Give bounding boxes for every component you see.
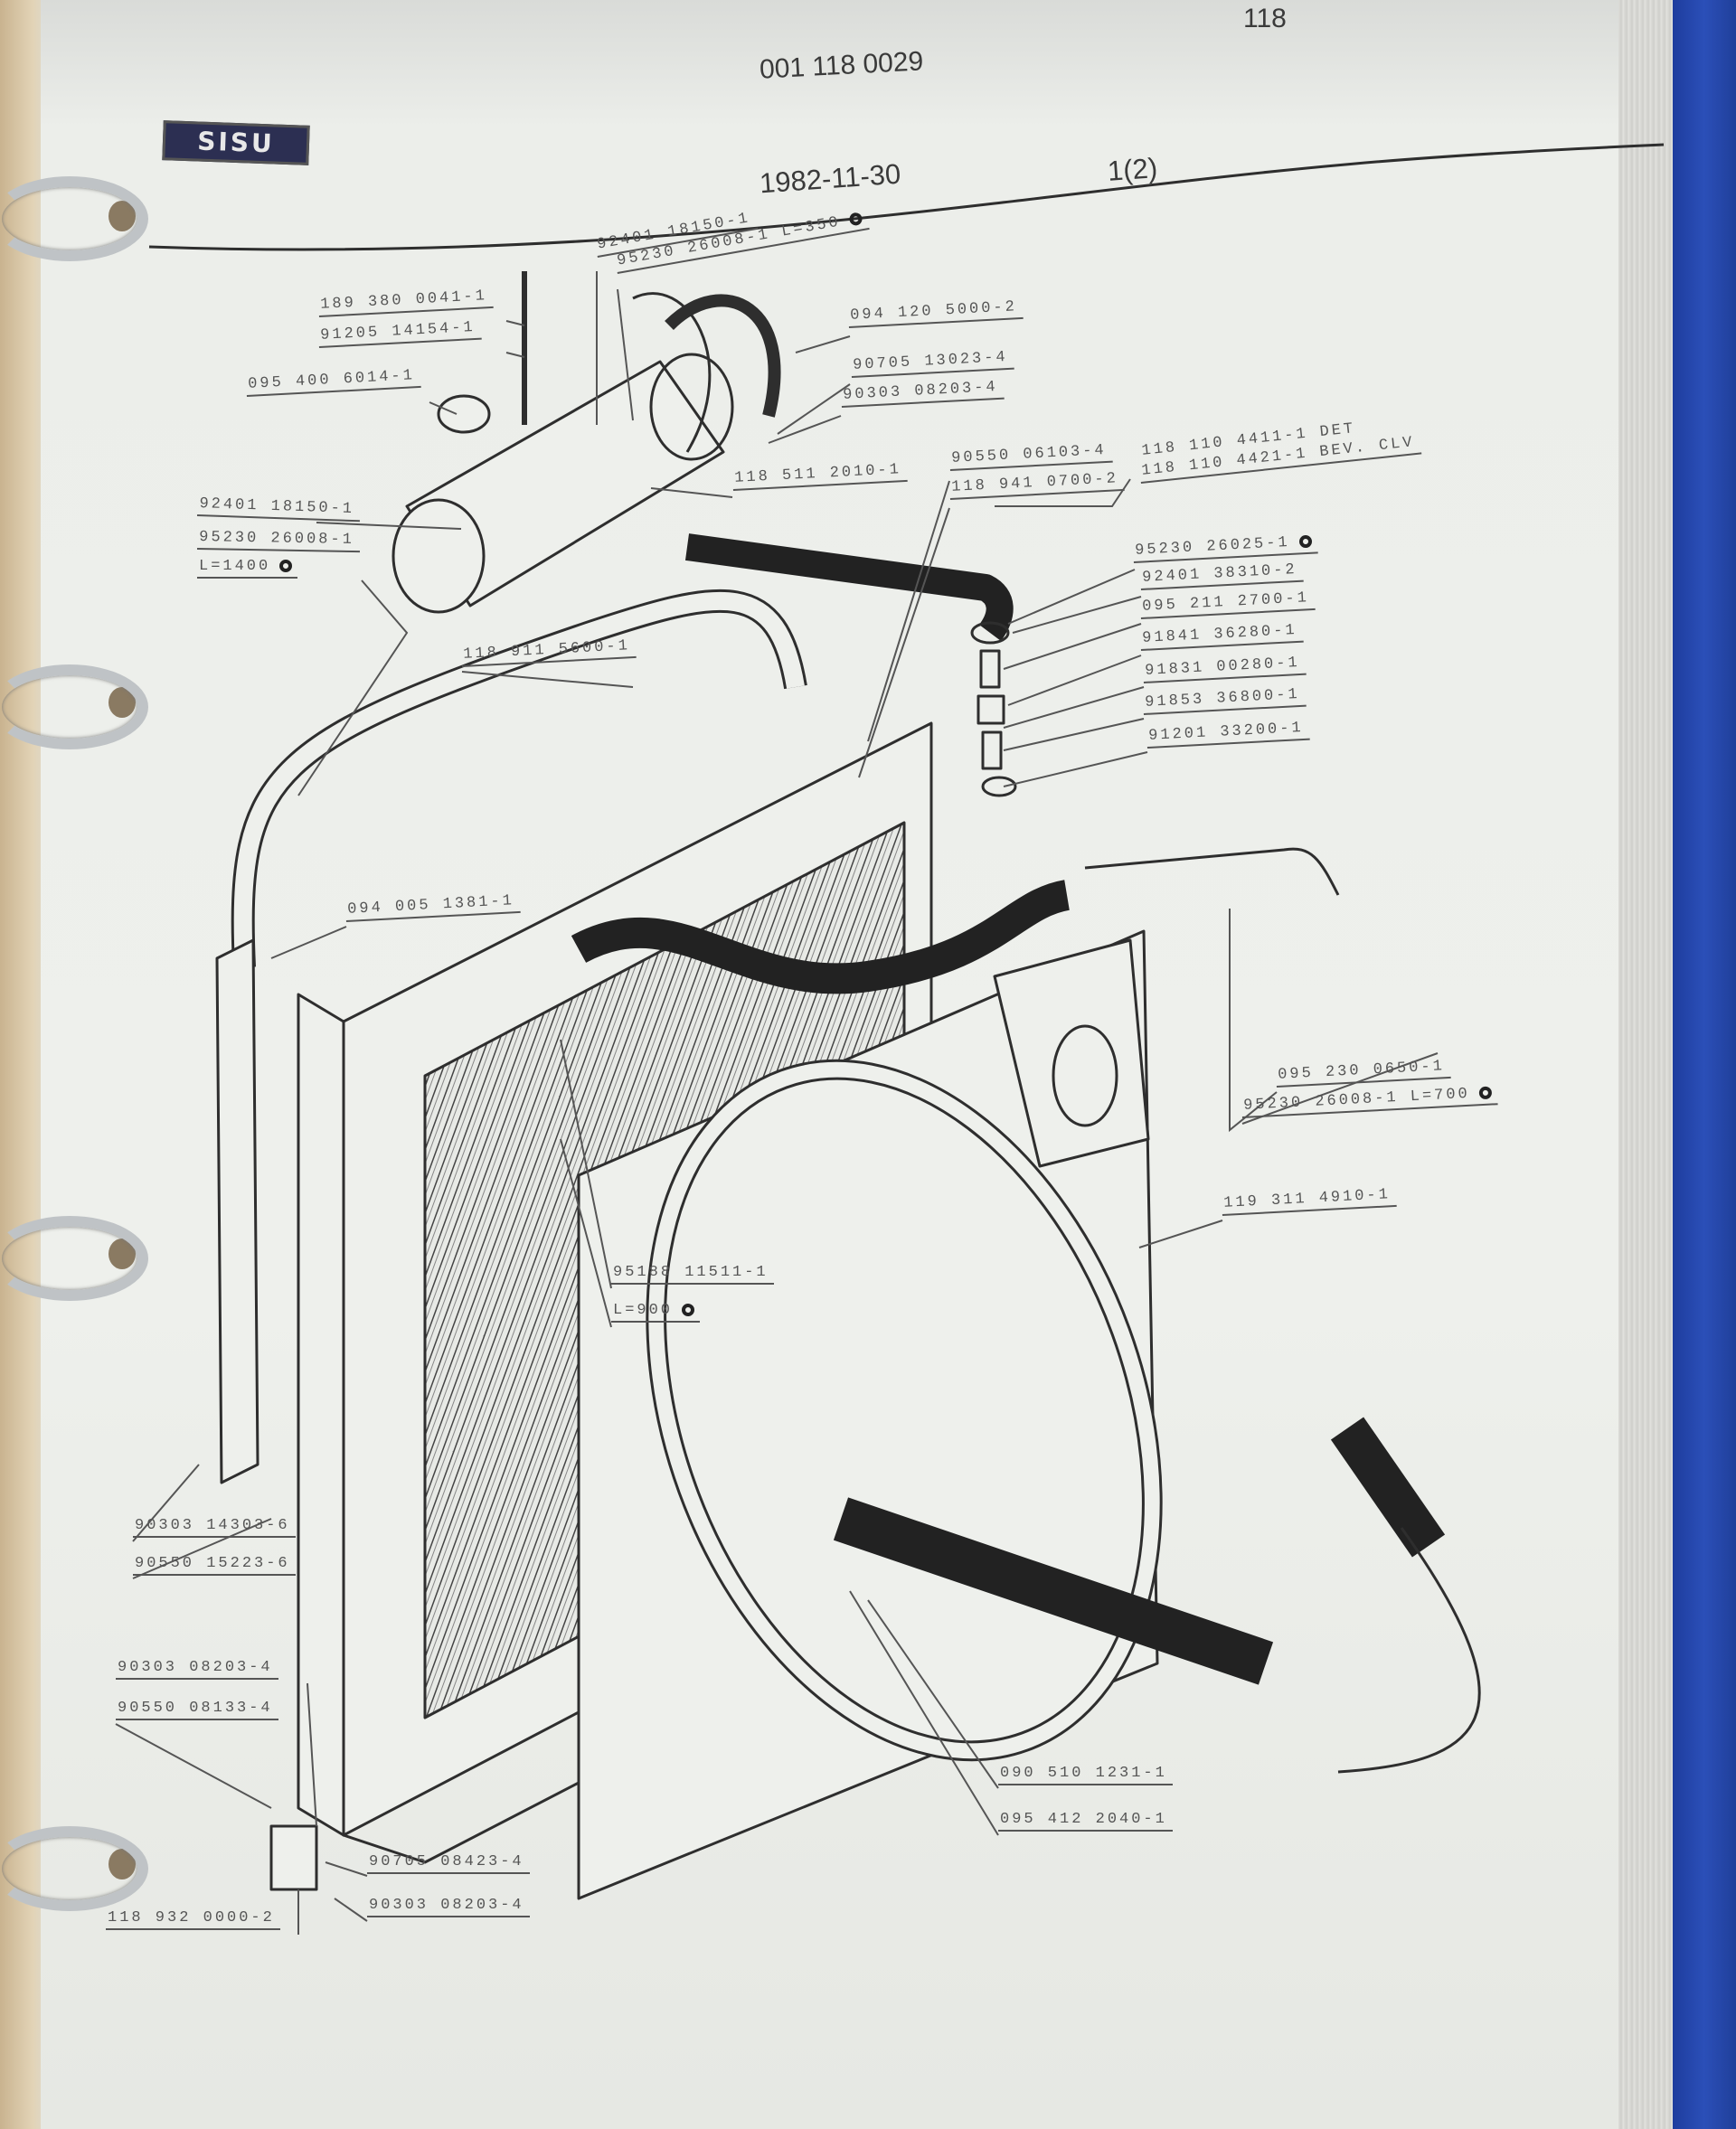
part-label: 90550 08133-4 bbox=[116, 1700, 278, 1720]
part-number: 95188 11511-1 bbox=[613, 1264, 769, 1281]
page-number: 118 bbox=[1243, 4, 1287, 33]
mounting-bracket bbox=[269, 1824, 318, 1891]
side-bracket bbox=[215, 938, 259, 1484]
radiator-hose bbox=[571, 880, 1071, 994]
part-number: 90705 08423-4 bbox=[369, 1853, 524, 1870]
part-number: 090 510 1231-1 bbox=[1000, 1765, 1167, 1782]
part-number: 095 412 2040-1 bbox=[1000, 1811, 1167, 1828]
part-label: 95230 26008-1 bbox=[197, 529, 360, 553]
part-label: 118 932 0000-2 bbox=[106, 1909, 280, 1930]
part-number: 118 932 0000-2 bbox=[108, 1909, 275, 1926]
part-number: 90550 15223-6 bbox=[135, 1555, 290, 1572]
binder-spine bbox=[1673, 0, 1736, 2129]
part-number: L=1400 bbox=[199, 558, 271, 575]
optional-marker-icon bbox=[1298, 534, 1312, 548]
outlet-pipe bbox=[1337, 1527, 1481, 1774]
fitting-stack bbox=[970, 621, 1017, 797]
part-label: 90303 08203-4 bbox=[116, 1659, 278, 1680]
part-label: 90303 08203-4 bbox=[367, 1897, 530, 1917]
inlet-pipe bbox=[1084, 847, 1340, 896]
part-number: 90550 08133-4 bbox=[118, 1700, 273, 1717]
optional-marker-icon bbox=[682, 1303, 695, 1316]
part-label: 090 510 1231-1 bbox=[998, 1765, 1173, 1785]
part-number: 90303 14303-6 bbox=[135, 1517, 290, 1534]
optional-marker-icon bbox=[848, 211, 863, 226]
part-label: 095 412 2040-1 bbox=[998, 1811, 1173, 1832]
page-stack-edge bbox=[1618, 0, 1673, 2129]
part-label: 90550 15223-6 bbox=[133, 1555, 296, 1576]
part-label: 90705 08423-4 bbox=[367, 1853, 530, 1874]
part-number: 95230 26008-1 bbox=[199, 529, 354, 550]
optional-marker-icon bbox=[1478, 1086, 1493, 1099]
upper-hose bbox=[684, 533, 1014, 641]
header-rule bbox=[148, 143, 1665, 251]
lower-hose bbox=[833, 1497, 1274, 1685]
part-label: L=1400 bbox=[197, 558, 298, 579]
part-number: L=900 bbox=[613, 1302, 674, 1319]
part-label: L=900 bbox=[611, 1302, 701, 1323]
part-label: 95188 11511-1 bbox=[611, 1264, 774, 1285]
part-number: 90303 08203-4 bbox=[369, 1897, 524, 1914]
outlet-hose bbox=[1330, 1417, 1446, 1558]
fan-support bbox=[993, 938, 1150, 1168]
tank-strap bbox=[665, 294, 781, 418]
filler-cap bbox=[437, 394, 491, 434]
optional-marker-icon bbox=[279, 559, 293, 572]
part-label: 90303 14303-6 bbox=[133, 1517, 296, 1538]
part-number: 90303 08203-4 bbox=[118, 1659, 273, 1676]
